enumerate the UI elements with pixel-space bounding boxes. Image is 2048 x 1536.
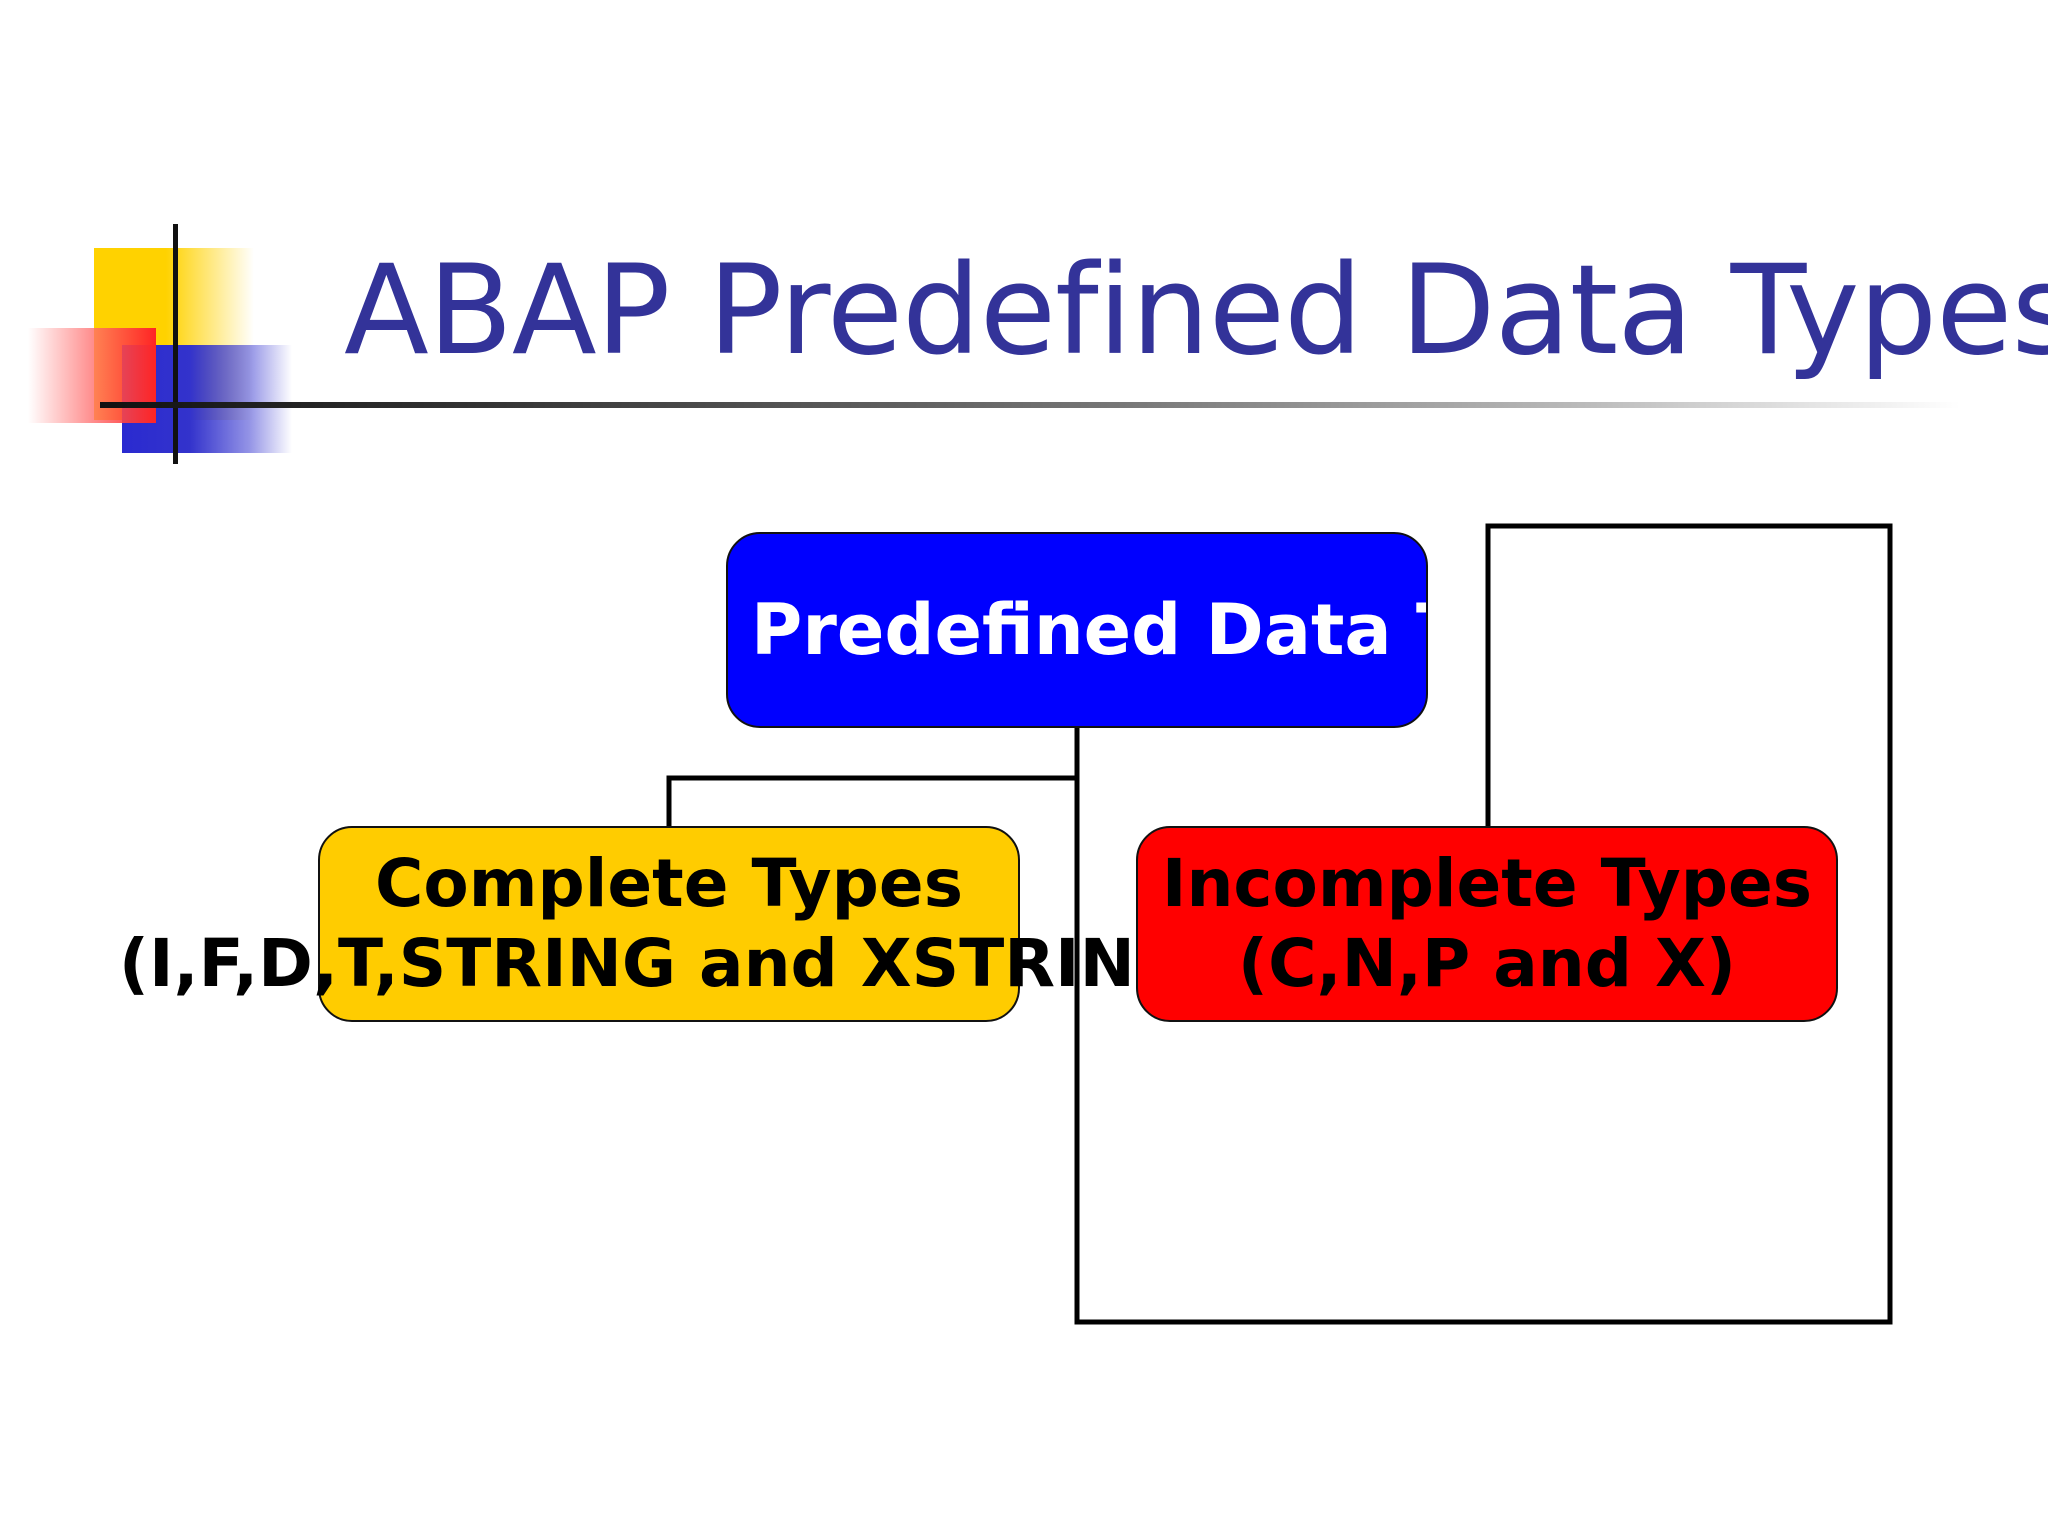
incomplete-types-list: (C,N,P and X) bbox=[1237, 925, 1737, 1002]
incomplete-types-node: Incomplete Types (C,N,P and X) bbox=[1136, 826, 1838, 1022]
connector-trunk bbox=[1074, 523, 1893, 1325]
root-node-label: ABAP Predefined Data Types bbox=[728, 589, 1426, 671]
title-underline bbox=[100, 402, 1960, 408]
complete-types-list: (I,F,D,T,STRING and XSTRING) bbox=[118, 925, 1220, 1002]
slide-title: ABAP Predefined Data Types bbox=[344, 239, 2048, 383]
incomplete-types-title: Incomplete Types bbox=[1161, 845, 1813, 922]
complete-types-title: Complete Types bbox=[375, 845, 963, 922]
connector-branch-complete bbox=[666, 775, 1077, 826]
root-node: ABAP Predefined Data Types bbox=[726, 532, 1428, 728]
decorative-vertical-line bbox=[173, 224, 178, 464]
complete-types-node: Complete Types (I,F,D,T,STRING and XSTRI… bbox=[119, 826, 1219, 1022]
